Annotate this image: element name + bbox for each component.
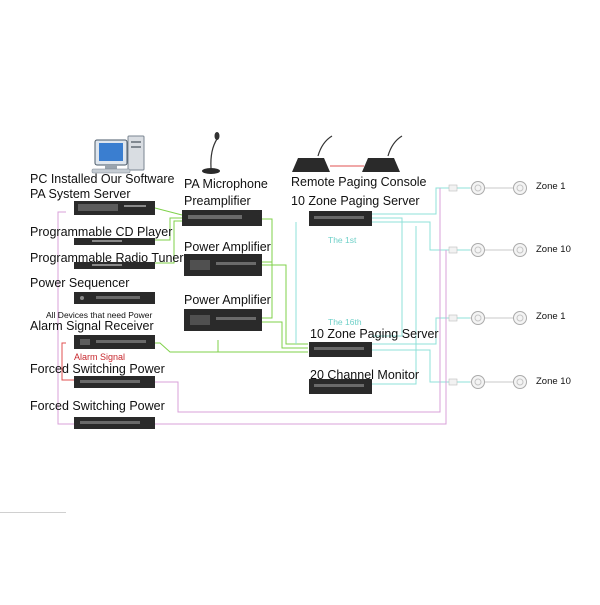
power-amplifier-device-1 xyxy=(184,254,262,276)
alarm-receiver-device xyxy=(74,335,155,349)
label-the-16th: The 16th xyxy=(328,317,362,327)
speaker-icon xyxy=(448,314,458,322)
label-cd-player: Programmable CD Player xyxy=(30,225,173,239)
forced-switching-device-2 xyxy=(74,417,155,429)
label-pc: PC Installed Our Software xyxy=(30,172,175,186)
ceiling-speaker-icon xyxy=(513,181,527,195)
label-forced-switching-1: Forced Switching Power xyxy=(30,362,165,376)
zone-server-device-1 xyxy=(309,211,372,226)
label-all-devices: All Devices that need Power xyxy=(46,310,153,320)
link-zone-server-1-z10 xyxy=(372,221,470,251)
ceiling-speaker-icon xyxy=(513,243,527,257)
ceiling-speaker-icon xyxy=(513,311,527,325)
ceiling-speaker-icon xyxy=(471,243,485,257)
link-preamp-amp1 xyxy=(262,218,273,263)
speaker-icon xyxy=(448,184,458,192)
link-radio-preamp xyxy=(155,220,182,264)
label-alarm-signal: Alarm Signal xyxy=(74,352,126,362)
channel-monitor-device xyxy=(309,379,372,394)
ceiling-speaker-icon xyxy=(513,375,527,389)
link-monitor xyxy=(372,226,417,385)
label-pa-server: PA System Server xyxy=(30,187,131,201)
preamplifier-device xyxy=(182,210,262,226)
paging-console-icon-1 xyxy=(292,135,333,172)
pa-server-device xyxy=(74,201,155,215)
link-zone-server-1-out xyxy=(372,217,403,337)
link-power-vertical xyxy=(57,211,74,425)
ceiling-speaker-icon xyxy=(471,311,485,325)
link-cd-preamp xyxy=(155,217,182,241)
label-zone-b: Zone 10 xyxy=(536,244,571,255)
label-power-sequencer: Power Sequencer xyxy=(30,276,130,290)
link-amp1-server2 xyxy=(262,264,308,345)
label-zone-d: Zone 10 xyxy=(536,376,571,387)
link-forced-power-1 xyxy=(155,188,441,413)
label-channel-monitor: 20 Channel Monitor xyxy=(310,368,420,382)
label-zone-server-1: 10 Zone Paging Server xyxy=(291,194,420,208)
link-amp2-server2 xyxy=(262,321,308,349)
speaker-icon xyxy=(448,378,458,386)
microphone-icon xyxy=(202,132,220,174)
speaker-icon xyxy=(448,246,458,254)
ceiling-speaker-icon xyxy=(471,375,485,389)
radio-tuner-device xyxy=(74,262,155,269)
label-zone-c: Zone 1 xyxy=(536,311,566,322)
label-the-1st: The 1st xyxy=(328,235,357,245)
label-radio-tuner: Programmable Radio Tuner xyxy=(30,251,184,265)
link-server-preamp xyxy=(154,207,183,216)
cd-player-device xyxy=(74,238,155,245)
paging-console-icon-2 xyxy=(362,135,403,172)
label-zone-a: Zone 1 xyxy=(536,181,566,192)
label-alarm-receiver: Alarm Signal Receiver xyxy=(30,319,154,333)
link-alarm-server2 xyxy=(155,342,308,353)
label-forced-switching-2: Forced Switching Power xyxy=(30,399,165,413)
label-power-amplifier-2: Power Amplifier xyxy=(184,293,271,307)
power-amplifier-device-2 xyxy=(184,309,262,331)
label-pa-microphone: PA Microphone xyxy=(184,177,268,191)
divider-line xyxy=(0,512,66,513)
label-remote-console: Remote Paging Console xyxy=(291,175,427,189)
power-sequencer-device xyxy=(74,292,155,304)
link-preamp-amp2 xyxy=(262,262,273,319)
label-zone-server-2: 10 Zone Paging Server xyxy=(310,327,439,341)
link-forced-power-2 xyxy=(155,250,447,425)
link-alarm-red xyxy=(61,342,74,381)
ceiling-speaker-icon xyxy=(471,181,485,195)
pc-icon xyxy=(91,135,145,174)
label-power-amplifier-1: Power Amplifier xyxy=(184,240,271,254)
forced-switching-device-1 xyxy=(74,376,155,388)
zone-server-device-2 xyxy=(309,342,372,357)
label-preamplifier: Preamplifier xyxy=(184,194,251,208)
